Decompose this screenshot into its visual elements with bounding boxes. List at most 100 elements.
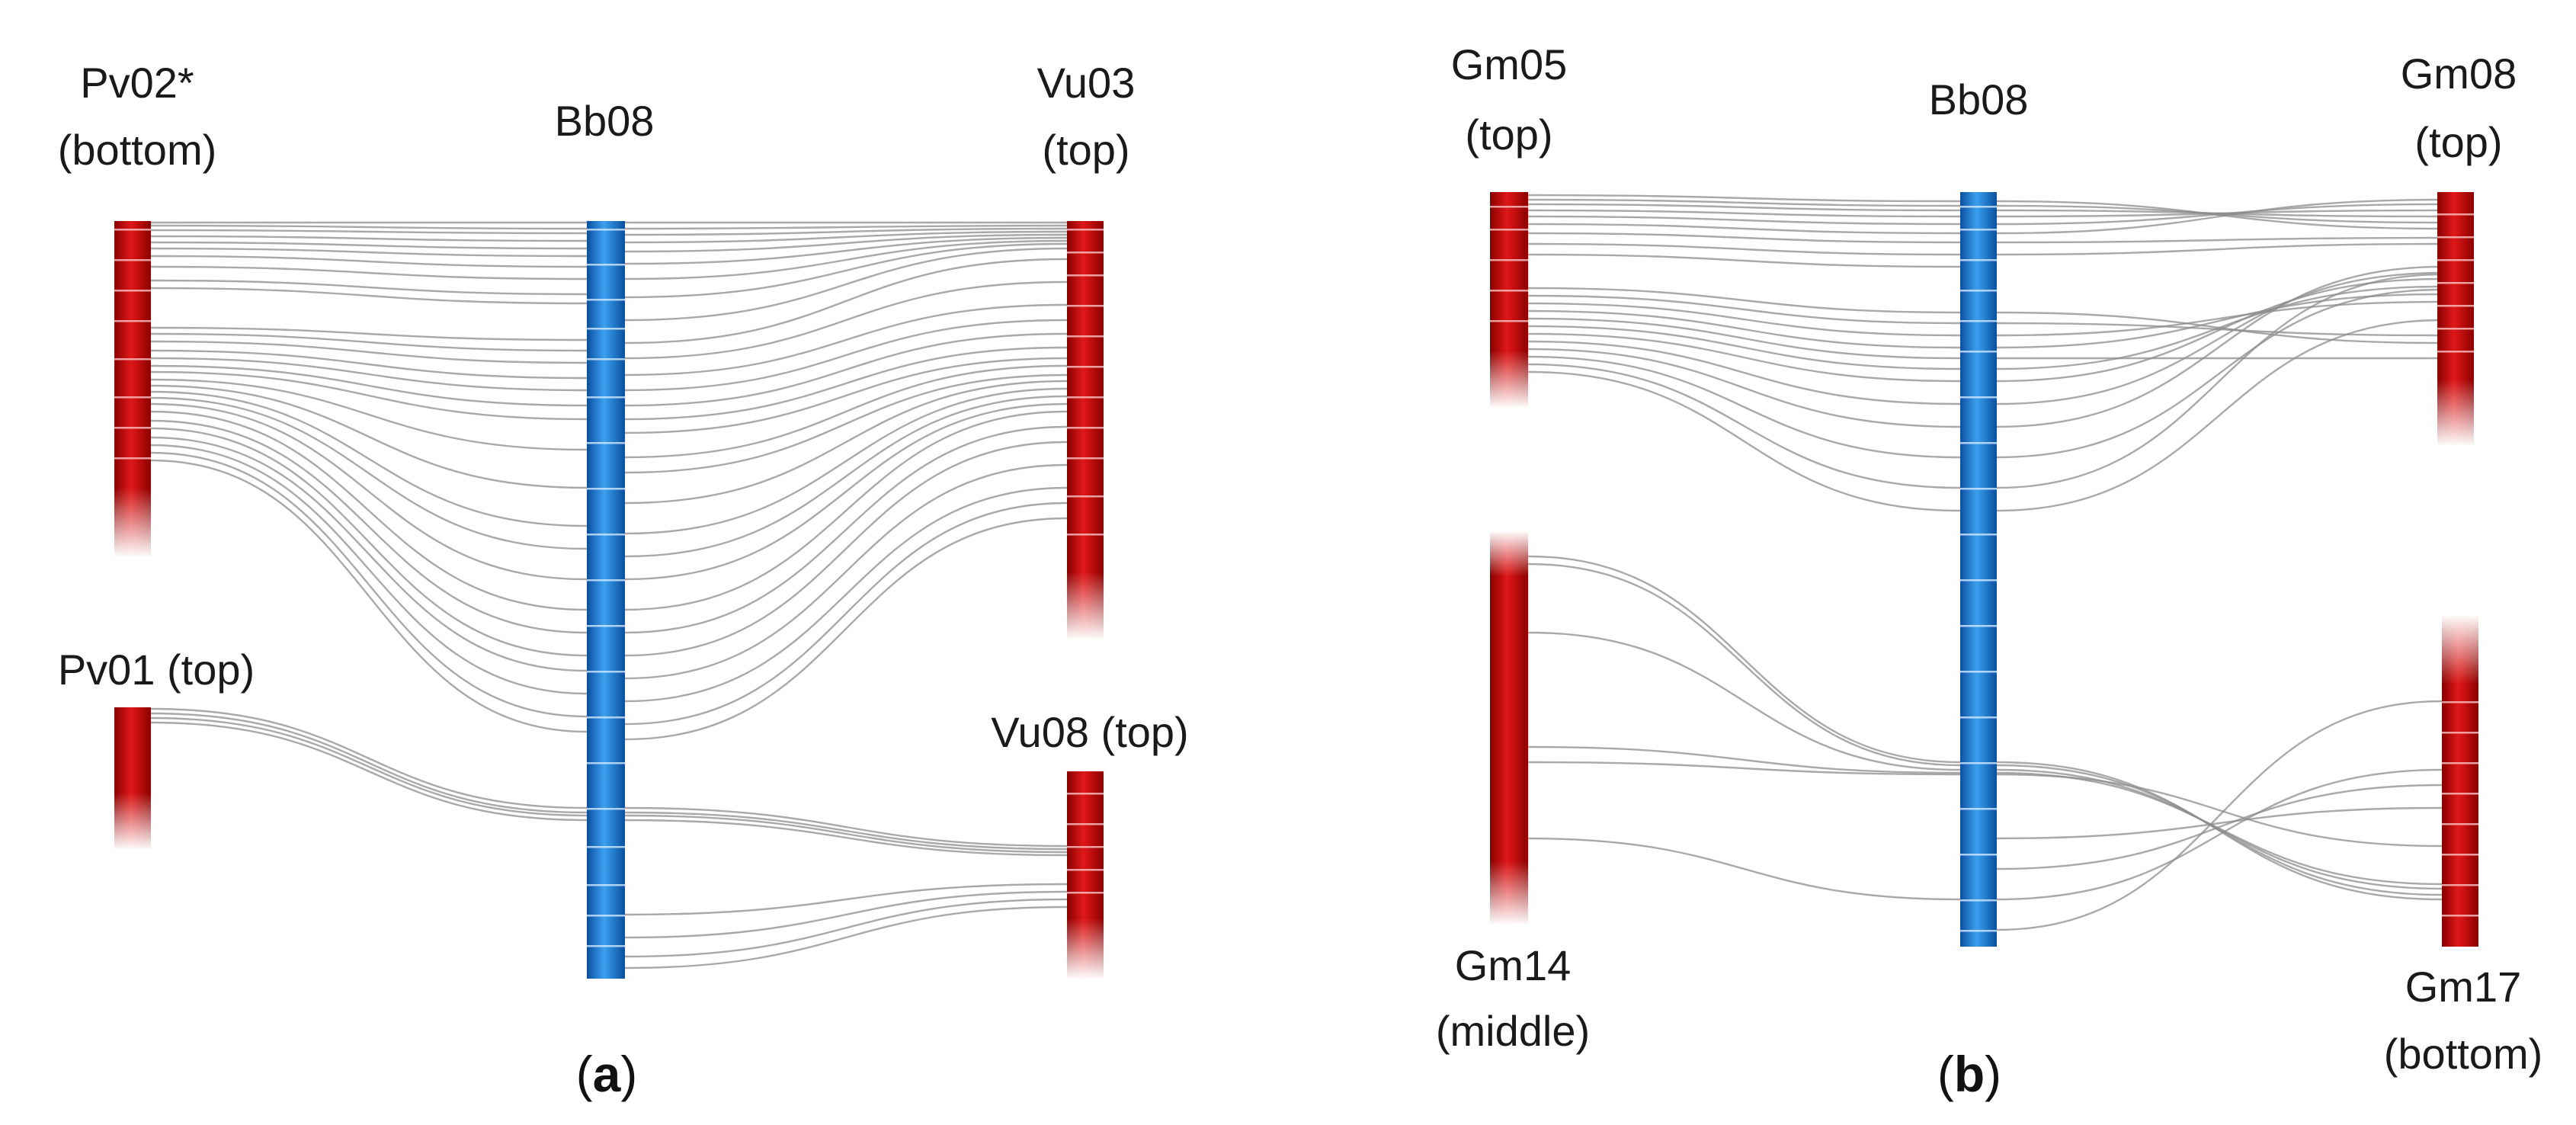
chromosome-vu03 (1067, 221, 1104, 640)
label-gm17-line1: Gm17 (2405, 963, 2522, 1011)
synteny-link (150, 287, 588, 305)
synteny-link (150, 224, 588, 230)
chromosome-band (587, 716, 625, 719)
synteny-link (624, 814, 1068, 854)
chromosome-band (1960, 808, 1997, 810)
chromosome-band (1067, 892, 1104, 894)
synteny-link (624, 502, 1068, 726)
synteny-link (1527, 325, 1961, 370)
chromosome-band (1960, 671, 1997, 673)
synteny-link (1996, 771, 2443, 886)
chromosome-band (587, 299, 625, 301)
synteny-link (624, 346, 1068, 421)
chromosome-band (1960, 930, 1997, 932)
synteny-link (624, 811, 1068, 851)
chromosome-band (2442, 701, 2478, 704)
synteny-link (150, 364, 588, 407)
chromosome-vu08 (1067, 771, 1104, 979)
synteny-link (1996, 784, 2443, 870)
synteny-link (1996, 768, 2443, 901)
chromosome-band (1960, 206, 1997, 208)
synteny-link (150, 332, 588, 352)
synteny-link (624, 883, 1068, 916)
chromosome-band (1067, 366, 1104, 368)
synteny-link (150, 357, 588, 392)
chromosome-band (587, 264, 625, 266)
synteny-link (1527, 215, 1961, 226)
synteny-link (1527, 294, 1961, 325)
synteny-link (1527, 745, 1961, 774)
chromosome-band (1490, 206, 1528, 208)
synteny-link (150, 419, 588, 634)
synteny-link (624, 402, 1068, 581)
panel-caption-b: (b) (1937, 1046, 2001, 1102)
synteny-link (624, 233, 1068, 253)
synteny-link (624, 517, 1068, 741)
label-vu08: Vu08 (top) (991, 708, 1188, 756)
chromosome-pv02 (114, 221, 151, 558)
synteny-link (1527, 317, 1961, 360)
chromosome-bands (1067, 793, 1104, 894)
chromosome-band (1960, 259, 1997, 261)
chromosome-bb08-b (1960, 192, 1997, 947)
chromosome-band (587, 442, 625, 444)
chromosome-gm14 (1490, 530, 1528, 925)
synteny-link (624, 332, 1068, 407)
synteny-link (624, 224, 1068, 230)
synteny-link (1527, 370, 1961, 512)
synteny-link (150, 247, 588, 258)
synteny-link (1527, 555, 1961, 764)
chromosome-bands (1490, 206, 1528, 322)
synteny-link (150, 410, 588, 611)
chromosome-band (1067, 495, 1104, 498)
synteny-link (624, 806, 1068, 848)
synteny-link (1527, 363, 1961, 489)
synteny-link (624, 486, 1068, 703)
chromosome-band (1960, 396, 1997, 399)
chromosome-band (1960, 854, 1997, 856)
label-pv02-line1: Pv02* (80, 59, 194, 107)
chromosome-band (1490, 320, 1528, 322)
synteny-link (624, 236, 1068, 265)
chromosome-band (2437, 328, 2474, 330)
label-gm05-line2: (top) (1465, 111, 1552, 159)
synteny-link (624, 463, 1068, 680)
chromosome-band (587, 671, 625, 673)
synteny-link (624, 357, 1068, 434)
synteny-link (150, 326, 588, 341)
chromosome-band (114, 358, 151, 361)
label-gm14-line2: (middle) (1436, 1007, 1590, 1055)
synteny-link (624, 395, 1068, 558)
synteny-links-a (150, 221, 1068, 970)
label-gm08-line1: Gm08 (2401, 50, 2517, 98)
synteny-link (150, 384, 588, 489)
label-gm08-line2: (top) (2414, 118, 2502, 166)
chromosome-band (587, 396, 625, 399)
chromosome-band (1960, 320, 1997, 322)
synteny-link (150, 451, 588, 718)
synteny-link (150, 427, 588, 657)
chromosome-band (587, 579, 625, 582)
synteny-link (1527, 198, 1961, 207)
chromosome-band (114, 259, 151, 261)
synteny-link (150, 255, 588, 268)
synteny-link (624, 905, 1068, 970)
synteny-link (1527, 332, 1961, 383)
synteny-link (150, 378, 588, 451)
chromosome-band (1067, 823, 1104, 825)
synteny-link (1996, 288, 2443, 459)
synteny-link (624, 227, 1068, 236)
chromosome-band (2442, 854, 2478, 856)
synteny-link (624, 258, 1068, 345)
synteny-link (624, 373, 1068, 474)
chromosome-band (1067, 274, 1104, 277)
synteny-link (624, 239, 1068, 280)
synteny-link (624, 280, 1068, 360)
chromosome-band (2437, 236, 2474, 239)
synteny-link (1527, 287, 1961, 314)
synteny-link (150, 349, 588, 380)
synteny-link (624, 247, 1068, 322)
synteny-link (150, 340, 588, 364)
chromosome-band (1960, 579, 1997, 582)
panel-a: Pv02* (bottom) Bb08 Vu03 (top) Pv01 (top… (58, 59, 1189, 1102)
